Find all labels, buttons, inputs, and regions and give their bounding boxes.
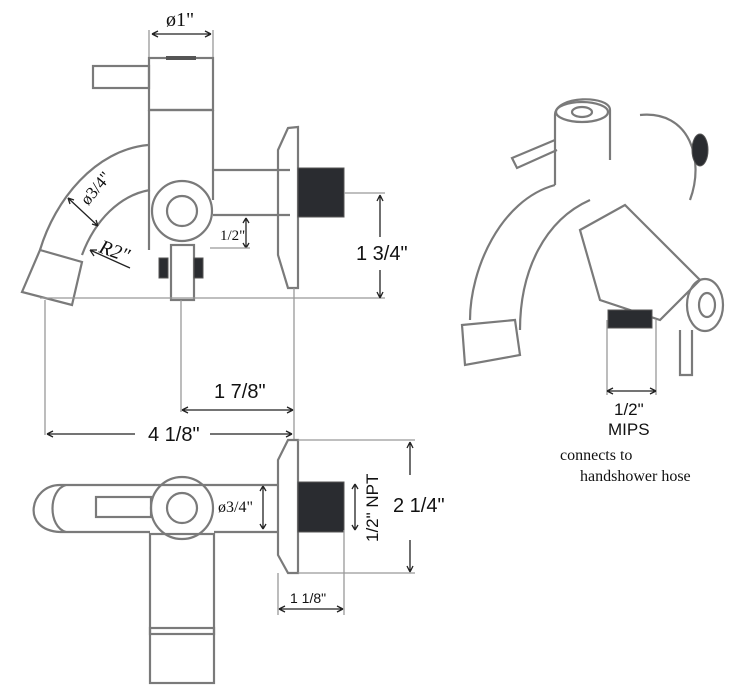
outlet-size-label: 1/2" [614,400,644,419]
spout-tip [20,248,84,307]
outlet-offset-label: 1/2" [220,228,245,244]
spout-diameter-label: ø3/4" [77,168,115,209]
top-view: ø3/4" 1/2" NPT 2 1/4" 1 1/8" [32,438,445,685]
threaded-inlet [297,167,345,218]
outlet-to-wall-label: 1 7/8" [214,381,266,403]
flange-diameter-label: 2 1/4" [393,495,445,517]
spout-radius-label: R2" [95,236,133,268]
note-line-1: connects to [560,447,632,464]
threaded-inlet-top [297,481,345,533]
handle-lever [91,64,151,90]
outlet-type-label: MIPS [608,420,650,439]
body-diameter-label: ø1" [166,9,194,31]
note-line-2: handshower hose [580,468,691,485]
overall-length-label: 4 1/8" [148,424,200,446]
thread-length-label: 1 1/8" [290,590,326,606]
wall-flange [276,125,300,290]
pipe-diameter-label: ø3/4" [218,499,253,516]
thread-size-label: 1/2" NPT [363,474,382,542]
perspective-view: 1/2" MIPS connects to handshower hose [460,98,725,485]
height-label: 1 3/4" [356,243,408,265]
side-view: ø1" ø3/4" R2" 1/2" 1 3/4" 1 7/8" 4 1/8" [20,9,408,446]
